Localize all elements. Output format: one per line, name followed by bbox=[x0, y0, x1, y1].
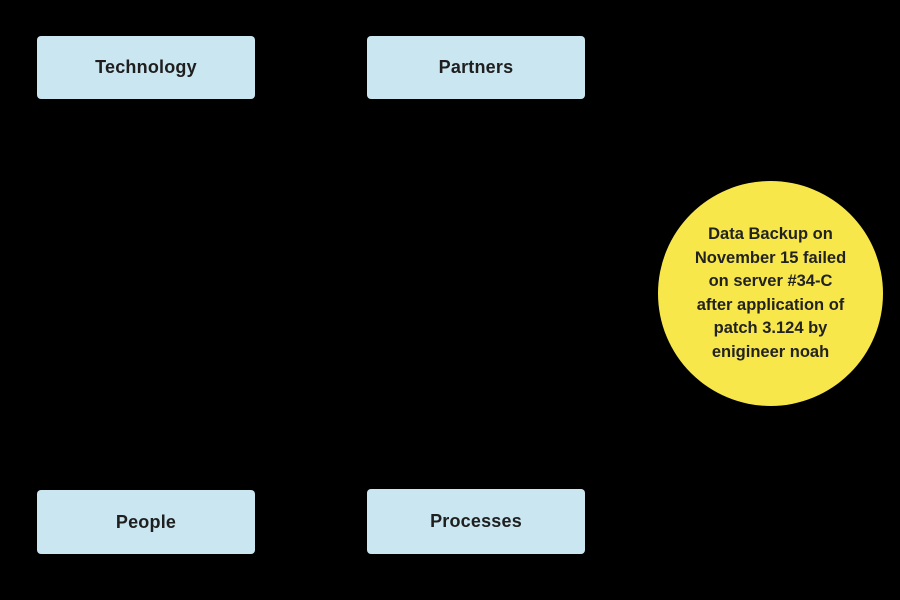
sticky-note-line: on server #34-C bbox=[708, 272, 833, 290]
node-processes[interactable]: Processes bbox=[367, 489, 585, 554]
node-technology[interactable]: Technology bbox=[37, 36, 255, 99]
node-partners-label: Partners bbox=[438, 57, 514, 77]
node-processes-label: Processes bbox=[430, 511, 522, 531]
sticky-note-line: enigineer noah bbox=[711, 342, 830, 361]
node-people-label: People bbox=[115, 511, 177, 532]
node-technology-label: Technology bbox=[95, 57, 197, 77]
sticky-note-line: November 15 failed bbox=[694, 248, 847, 267]
node-people[interactable]: People bbox=[37, 490, 255, 554]
sticky-note-line: after application of bbox=[696, 295, 845, 314]
sticky-note-line: Data Backup on bbox=[708, 225, 833, 243]
sticky-note-circle[interactable]: Data Backup on November 15 failed on ser… bbox=[658, 181, 883, 406]
sticky-note-line: patch 3.124 by bbox=[713, 319, 828, 337]
node-partners[interactable]: Partners bbox=[367, 36, 585, 99]
